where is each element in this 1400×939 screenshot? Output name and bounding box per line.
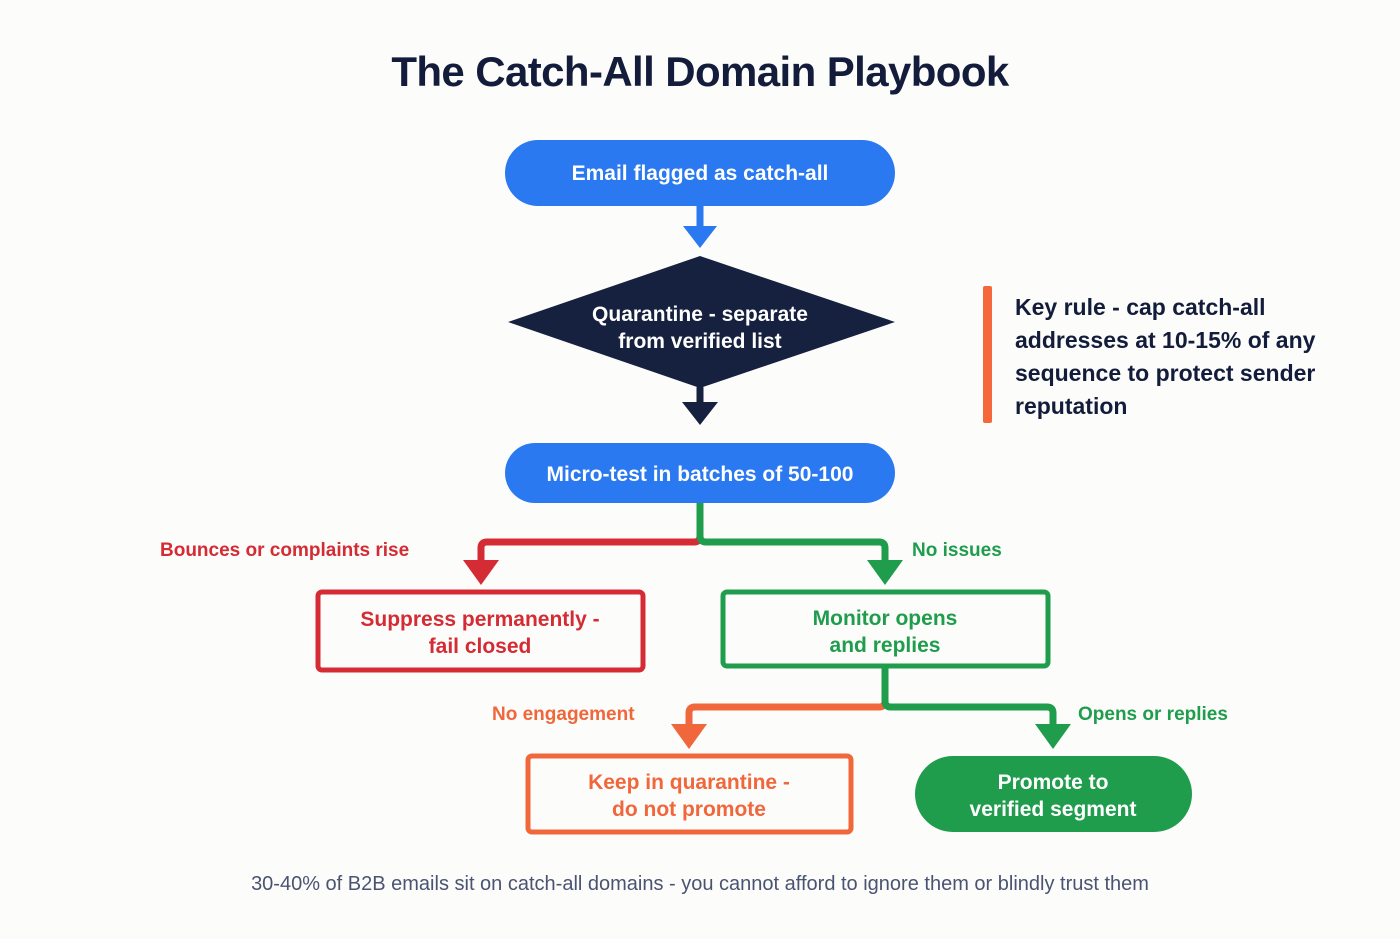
edge-quarantine-to-microtest	[682, 384, 718, 425]
key-rule-callout: Key rule - cap catch-all addresses at 10…	[983, 286, 1355, 424]
node-label: Micro-test in batches of 50-100	[547, 463, 854, 486]
node-label-line2: from verified list	[618, 330, 781, 353]
node-label-line1: Quarantine - separate	[592, 303, 808, 326]
node-promote-to-verified-segment[interactable]: Promote to verified segment	[915, 756, 1192, 832]
edge-microtest-to-suppress	[463, 499, 704, 585]
edge-start-to-quarantine	[683, 201, 717, 248]
edge-label-no-engagement: No engagement	[492, 704, 635, 725]
node-label-line2: do not promote	[612, 798, 766, 821]
node-label-line2: verified segment	[970, 798, 1137, 821]
key-rule-accent-bar	[983, 286, 992, 424]
node-monitor-opens-and-replies[interactable]: Monitor opens and replies	[720, 589, 1051, 669]
footer-note: 30-40% of B2B emails sit on catch-all do…	[251, 873, 1149, 895]
page-title: The Catch-All Domain Playbook	[391, 48, 1009, 95]
node-keep-in-quarantine[interactable]: Keep in quarantine - do not promote	[525, 753, 854, 835]
node-micro-test-in-batches[interactable]: Micro-test in batches of 50-100	[505, 443, 895, 503]
node-quarantine-separate-from-verified-list[interactable]: Quarantine - separate from verified list	[508, 256, 895, 388]
node-label-line2: fail closed	[429, 635, 532, 658]
node-label-line1: Keep in quarantine -	[588, 771, 790, 794]
node-email-flagged-as-catch-all[interactable]: Email flagged as catch-all	[505, 140, 895, 206]
node-suppress-permanently[interactable]: Suppress permanently - fail closed	[315, 589, 646, 673]
node-label: Email flagged as catch-all	[572, 162, 829, 185]
node-label-line2: and replies	[830, 634, 941, 657]
edge-label-no-issues: No issues	[912, 540, 1002, 561]
edge-label-bounces: Bounces or complaints rise	[160, 540, 409, 561]
edge-microtest-to-monitor	[696, 499, 903, 585]
edge-label-opens-replies: Opens or replies	[1078, 704, 1228, 725]
node-label-line1: Monitor opens	[813, 607, 958, 630]
key-rule-text: Key rule - cap catch-all addresses at 10…	[1015, 294, 1316, 420]
node-label-line1: Promote to	[998, 771, 1109, 794]
node-label-line1: Suppress permanently -	[360, 608, 599, 631]
edge-monitor-to-keep	[671, 662, 889, 749]
edge-monitor-to-promote	[881, 662, 1071, 749]
